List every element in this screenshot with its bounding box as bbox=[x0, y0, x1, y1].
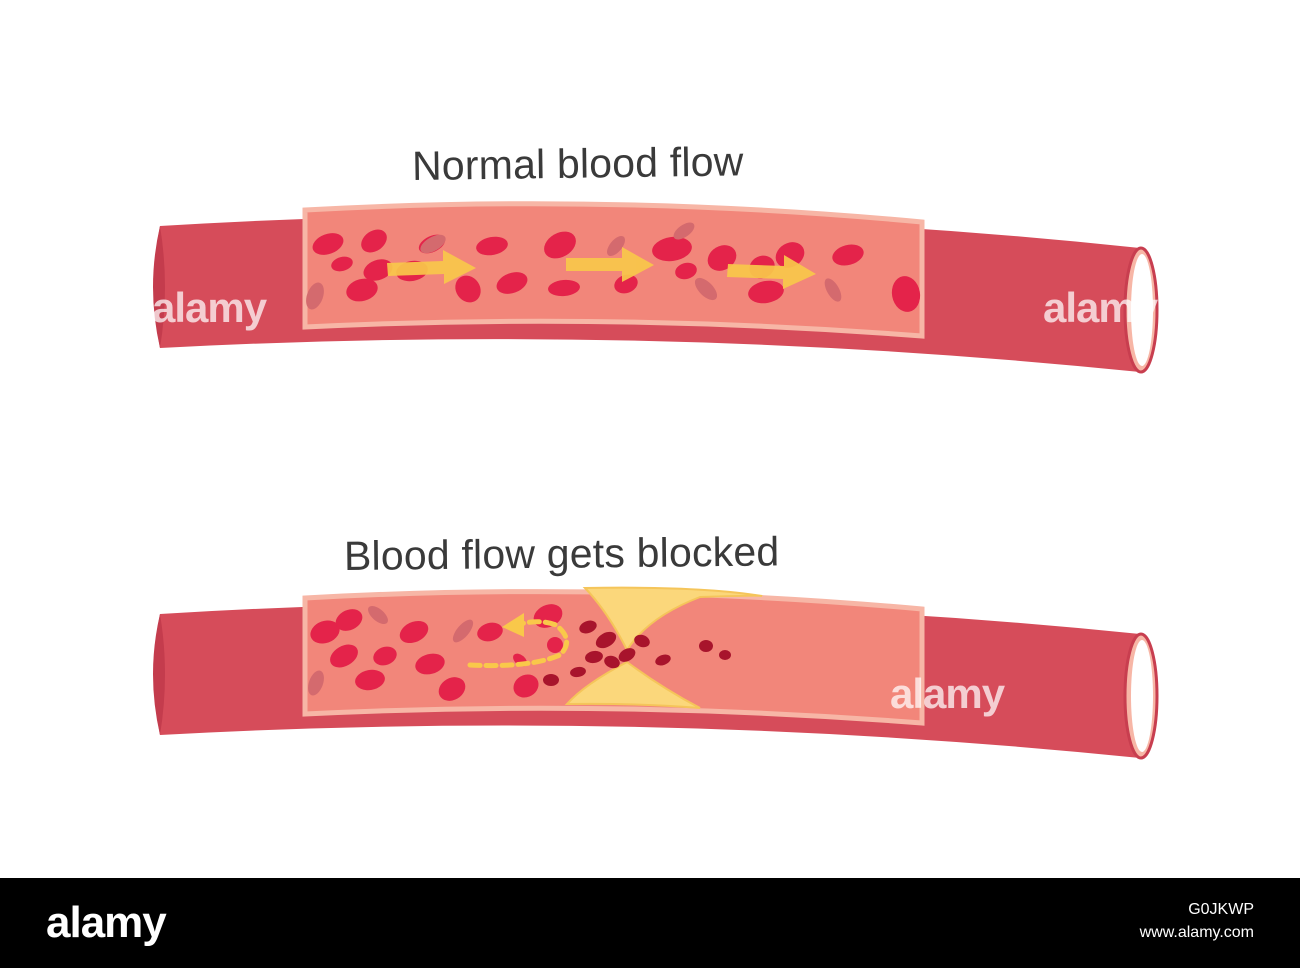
red-blood-cell bbox=[346, 278, 378, 302]
red-blood-cell bbox=[548, 279, 580, 297]
red-blood-cell bbox=[361, 229, 387, 253]
normal-flow-heading: Normal blood flow bbox=[411, 138, 744, 189]
watermark-text: alamy bbox=[1043, 284, 1158, 331]
footer-url: www.alamy.com bbox=[1139, 924, 1254, 941]
footer-image-id: G0JKWP bbox=[1188, 901, 1254, 918]
red-blood-cell bbox=[675, 262, 697, 280]
right-arrow-icon bbox=[566, 247, 654, 282]
red-blood-cell bbox=[476, 236, 508, 256]
red-blood-cell bbox=[652, 236, 692, 262]
blocked-vessel-left-end bbox=[153, 614, 165, 735]
red-blood-cell bbox=[775, 242, 805, 268]
normal-vessel-left-end bbox=[153, 226, 165, 348]
red-blood-cell bbox=[331, 256, 353, 272]
red-blood-cell bbox=[455, 275, 481, 303]
blocked-faded-cells bbox=[308, 606, 474, 696]
curved-backflow-arrow-icon bbox=[467, 613, 569, 669]
footer-bar: alamy G0JKWP www.alamy.com bbox=[0, 878, 1300, 968]
normal-vessel bbox=[153, 201, 1159, 374]
blood-vessel-diagram bbox=[153, 201, 1159, 760]
red-blood-cell bbox=[312, 233, 344, 255]
red-blood-cell bbox=[891, 276, 921, 312]
plaque-deposit bbox=[564, 586, 763, 709]
normal-faded-cells bbox=[306, 222, 842, 310]
red-blood-cell bbox=[748, 280, 784, 304]
watermark-text: alamy bbox=[152, 284, 267, 331]
watermark-text: alamy bbox=[890, 670, 1005, 717]
red-blood-cell bbox=[363, 259, 393, 281]
red-blood-cell bbox=[544, 231, 576, 259]
right-arrow-icon bbox=[387, 250, 476, 284]
blocked-flow-heading: Blood flow gets blocked bbox=[343, 528, 780, 579]
red-blood-cell bbox=[614, 274, 638, 294]
footer-logo: alamy bbox=[46, 898, 167, 947]
blocked-red-cells bbox=[310, 604, 563, 701]
red-blood-cell bbox=[832, 244, 864, 266]
clot-cells bbox=[543, 620, 731, 686]
red-blood-cell bbox=[496, 272, 528, 294]
blocked-vessel bbox=[153, 586, 1159, 760]
right-arrow-icon bbox=[727, 255, 816, 289]
normal-flow-arrows bbox=[387, 247, 816, 289]
